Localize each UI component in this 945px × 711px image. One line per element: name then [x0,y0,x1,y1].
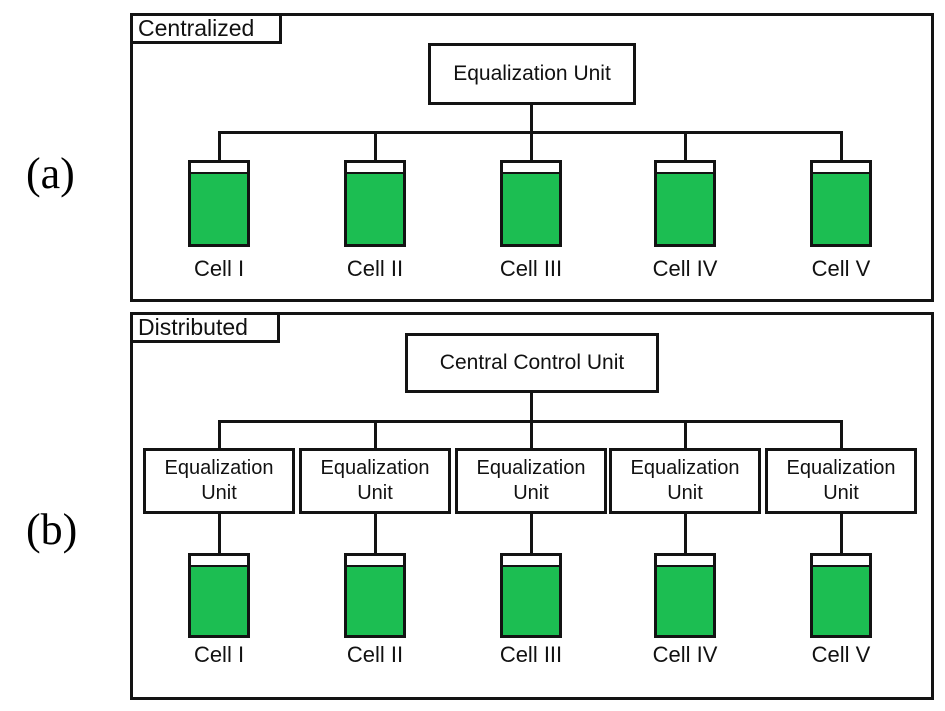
connector-line [374,131,377,160]
cell-label: Cell I [193,256,245,281]
panel-a-title: Centralized [138,15,255,41]
battery-cell [500,553,562,638]
battery-cap [347,163,403,174]
connector-line [218,420,221,448]
connector-line [374,512,377,553]
battery-cap [813,556,869,567]
connector-line [684,131,687,160]
battery-cap [657,163,713,174]
connector-line [684,512,687,553]
battery-cap [657,556,713,567]
battery-cap [347,556,403,567]
central-control-unit-box: Central Control Unit [405,333,659,393]
equalization-unit-box: Equalization Unit [765,448,917,514]
equalization-unit-box: Equalization Unit [609,448,761,514]
battery-cell [344,160,406,247]
cell-label: Cell II [346,642,404,667]
battery-cap [191,556,247,567]
battery-cap [503,556,559,567]
panel-b-title: Distributed [138,314,248,340]
cell-label: Cell V [811,256,871,281]
panel-a-tag: (a) [26,149,75,198]
equalization-unit-label: Equalization Unit [320,457,430,504]
connector-line [840,131,843,160]
panel-b-title-box: Distributed [130,312,280,343]
cell-label: Cell V [811,642,871,667]
battery-cell [654,160,716,247]
equalization-unit-box: Equalization Unit [299,448,451,514]
connector-line [530,103,533,133]
connector-line [218,131,221,160]
battery-cell [344,553,406,638]
cell-label: Cell I [193,642,245,667]
battery-cell [500,160,562,247]
panel-a-equalization-unit-label: Equalization Unit [453,62,611,85]
battery-cap [813,163,869,174]
connector-bus-line [218,420,843,423]
battery-cell [810,553,872,638]
battery-cell [654,553,716,638]
panel-a-equalization-unit-box: Equalization Unit [428,43,636,105]
connector-line [840,512,843,553]
equalization-unit-label: Equalization Unit [476,457,586,504]
panel-b-tag: (b) [26,505,78,554]
connector-line [530,391,533,448]
battery-cap [191,163,247,174]
battery-cap [503,163,559,174]
equalization-unit-box: Equalization Unit [143,448,295,514]
panel-a-title-box: Centralized [130,13,282,44]
cell-label: Cell IV [652,642,718,667]
connector-line [530,512,533,553]
cell-label: Cell III [499,256,563,281]
battery-cell [188,160,250,247]
cell-label: Cell III [499,642,563,667]
battery-cell [810,160,872,247]
equalization-unit-label: Equalization Unit [786,457,896,504]
connector-line [684,420,687,448]
equalization-unit-label: Equalization Unit [630,457,740,504]
connector-line [218,512,221,553]
cell-label: Cell II [346,256,404,281]
equalization-unit-box: Equalization Unit [455,448,607,514]
connector-line [374,420,377,448]
central-control-unit-label: Central Control Unit [439,351,625,374]
cell-label: Cell IV [652,256,718,281]
equalization-unit-label: Equalization Unit [164,457,274,504]
battery-cell [188,553,250,638]
connector-line [840,420,843,448]
connector-line [530,131,533,160]
